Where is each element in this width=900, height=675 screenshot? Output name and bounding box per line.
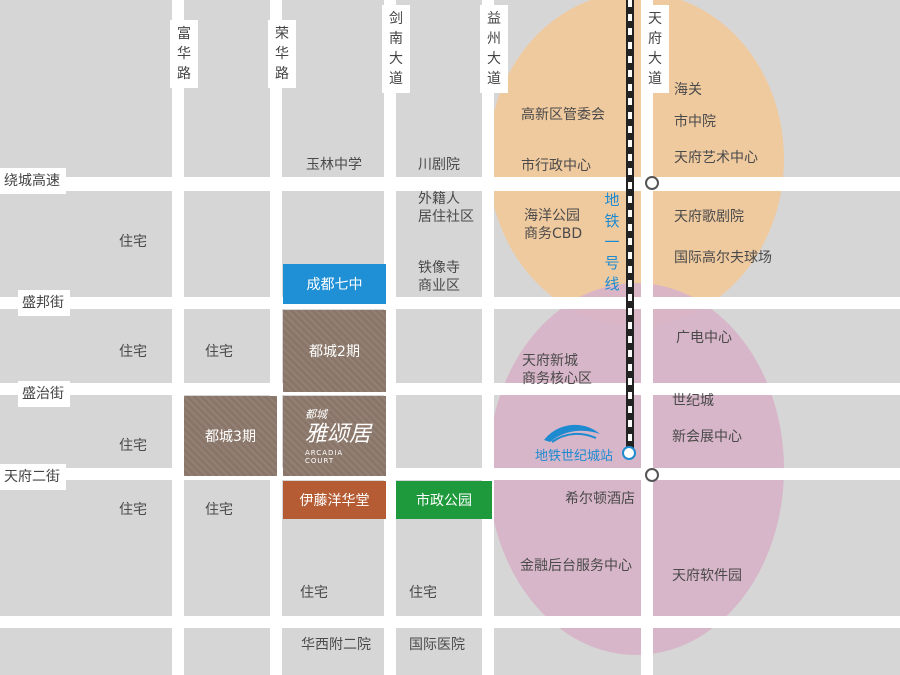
road-ronghua [270,0,282,675]
block-project-yasongju[interactable]: 都城 雅颂居 ARCADIA COURT [283,396,386,476]
metro-line-1 [626,0,634,455]
road-name-shengzhi: 盛治街 [18,381,70,407]
metro-station-label: 地铁世纪城站 [535,449,614,464]
road-name-ronghua: 荣 华 路 [268,20,296,88]
road-south [0,616,900,628]
road-tianfu [641,0,653,675]
label-residential: 住宅 [205,502,233,518]
label-tianfu-newcity-cbd: 天府新城 商务核心区 [522,353,592,387]
north-zone-circle [488,0,784,326]
block-ito-yokado[interactable]: 伊藤洋华堂 [283,481,386,519]
block-chengdu-no7-school[interactable]: 成都七中 [283,264,386,304]
label-international-hospital: 国际医院 [409,637,465,653]
label-ocean-park-cbd: 海洋公园 商务CBD [524,208,583,242]
label-residential: 住宅 [119,234,147,250]
block-ducheng-phase3[interactable]: 都城3期 [184,396,277,476]
metro-logo-icon [544,424,600,443]
road-name-tianfu: 天 府 大 道 [641,5,669,93]
label-intermediate-court: 市中院 [674,114,716,130]
label-hilton-hotel: 希尔顿酒店 [565,491,635,507]
road-name-fuhua: 富 华 路 [170,20,198,88]
label-finance-backoffice: 金融后台服务中心 [520,558,632,574]
block-ducheng-phase2[interactable]: 都城2期 [283,310,386,392]
label-tianfu-opera: 天府歌剧院 [674,209,744,225]
label-tianfu-art-center: 天府艺术中心 [674,150,758,166]
label-west-china-hospital: 华西附二院 [301,637,371,653]
road-yizhou [482,0,494,675]
label-sichuan-opera: 川剧院 [418,157,460,173]
label-residential: 住宅 [300,585,328,601]
road-shengzhi [0,383,900,395]
label-residential: 住宅 [119,502,147,518]
label-residential: 住宅 [119,438,147,454]
road-jiannan [384,0,396,675]
label-residential: 住宅 [119,344,147,360]
label-tianfu-software-park: 天府软件园 [672,568,742,584]
road-name-yizhou: 益 州 大 道 [480,5,508,93]
label-residential: 住宅 [205,344,233,360]
block-municipal-park[interactable]: 市政公园 [396,481,492,519]
road-raocheng [0,177,900,191]
label-century-city: 世纪城 [672,393,714,409]
label-golf-course: 国际高尔夫球场 [674,250,772,266]
road-fuhua [172,0,184,675]
metro-line-label: 地 铁 一 号 线 [604,191,620,293]
label-city-admin-center: 市行政中心 [521,158,591,174]
label-new-expo-center: 新会展中心 [672,429,742,445]
label-customs: 海关 [674,82,702,98]
road-name-jiannan: 剑 南 大 道 [382,5,410,93]
label-tiexiangsi: 铁像寺 商业区 [418,260,460,294]
road-name-tianfu2: 天府二街 [0,464,66,490]
road-name-shengbang: 盛邦街 [18,290,70,316]
project-brand-sub: ARCADIA COURT [305,448,344,465]
road-tianfu2 [0,468,900,480]
label-hitech-committee: 高新区管委会 [521,107,605,123]
label-yulin-school: 玉林中学 [306,157,362,173]
label-expat-community: 外籍人 居住社区 [418,191,474,225]
label-broadcast-center: 广电中心 [676,330,732,346]
project-brand-top: 都城 [305,407,327,421]
landmark-dot-south [645,468,659,482]
landmark-dot-north [645,176,659,190]
metro-station-dot[interactable] [622,446,636,460]
label-residential: 住宅 [409,585,437,601]
road-name-raocheng: 绕城高速 [0,168,66,194]
project-brand-main: 雅颂居 [305,421,372,447]
road-shengbang [0,297,900,309]
